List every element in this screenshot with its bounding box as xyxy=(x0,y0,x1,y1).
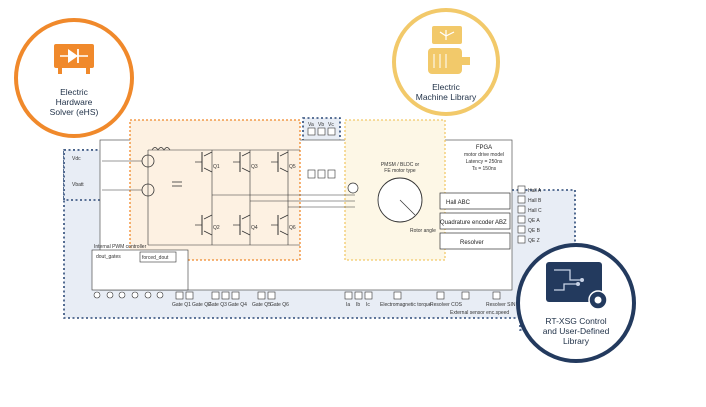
hall-outputs xyxy=(517,185,526,244)
ehs-region xyxy=(129,119,301,261)
quad-encoder-block xyxy=(439,212,511,230)
q6-label: Q6 xyxy=(289,225,296,231)
motor-icon xyxy=(428,26,470,74)
fpga-latency: Latency = 250ns xyxy=(466,159,503,165)
va-label: Va xyxy=(308,122,314,128)
q4-label: Q4 xyxy=(251,225,258,231)
vc-label: Vc xyxy=(328,122,334,128)
qe-z-label: QE Z xyxy=(528,238,540,244)
rtxsg-label-1: RT-XSG Control xyxy=(545,316,606,326)
inductor-icon xyxy=(151,147,171,151)
em-torque-label: Electromagnetic torque xyxy=(380,302,432,308)
resolver-cos-label: Resolver COS xyxy=(430,302,463,308)
machine-badge[interactable]: Electric Machine Library xyxy=(392,8,500,116)
resolver-block xyxy=(439,232,511,250)
switch-q3 xyxy=(233,151,251,173)
hall-b-label: Hall B xyxy=(528,198,542,204)
qe-a-label: QE A xyxy=(528,218,540,224)
input-dotted-box xyxy=(63,149,103,201)
rtxsg-badge[interactable]: RT-XSG Control and User-Defined Library xyxy=(516,243,636,363)
svg-text:Resolver: Resolver xyxy=(460,240,484,246)
vdc-label: Vdc xyxy=(72,156,81,162)
external-sensor-label: External sensor enc.speed xyxy=(450,310,509,316)
ic-label: Ic xyxy=(366,302,370,308)
fpga-subtitle: motor drive model xyxy=(464,152,504,158)
svg-text:Quadrature encoder ABZ: Quadrature encoder ABZ xyxy=(440,220,507,226)
ehs-label-1: Electric xyxy=(60,87,89,97)
forced-dout-block xyxy=(139,251,177,263)
qe-b-label: QE B xyxy=(528,228,541,234)
gate-q4-label: Gate Q4 xyxy=(228,302,247,308)
rtxsg-label-2: and User-Defined xyxy=(543,326,610,336)
fpga-ts: Ts = 150ns xyxy=(472,166,497,172)
ehs-label-2: Hardware xyxy=(56,97,93,107)
hall-a-label: Hall A xyxy=(528,188,542,194)
gate-q2-label: Gate Q2 xyxy=(192,302,211,308)
rotor-angle-label: Rotor angle xyxy=(410,228,436,234)
vb-label: Vb xyxy=(318,122,324,128)
switch-q5 xyxy=(271,151,289,173)
circuit-board-gear-icon xyxy=(546,262,608,310)
motor-type-line2: FE motor type xyxy=(384,168,416,174)
switch-q4 xyxy=(233,214,251,236)
ehs-label-3: Solver (eHS) xyxy=(50,107,99,117)
motor-type-line1: PMSM / BLDC or xyxy=(381,162,420,168)
dout-gates-label: dout_gates xyxy=(96,254,121,260)
q5-label: Q5 xyxy=(289,164,296,170)
forced-dout-label: forced_dout xyxy=(142,255,169,261)
ehs-badge[interactable]: Electric Hardware Solver (eHS) xyxy=(14,18,134,138)
gate-q3-label: Gate Q3 xyxy=(208,302,227,308)
fpga-title: FPGA xyxy=(476,145,492,151)
pwm-inputs xyxy=(93,291,164,299)
q3-label: Q3 xyxy=(251,164,258,170)
machine-label-2: Machine Library xyxy=(416,92,477,102)
diode-icon xyxy=(54,44,94,74)
gate-q1-label: Gate Q1 xyxy=(172,302,191,308)
ia-label: Ia xyxy=(346,302,350,308)
pwm-title: Internal PWM controller xyxy=(94,244,147,250)
resolver-sin-label: Resolver SIN xyxy=(486,302,516,308)
hall-c-label: Hall C xyxy=(528,208,542,214)
svg-text:Hall ABC: Hall ABC xyxy=(446,200,471,206)
switch-q6 xyxy=(271,214,289,236)
rtxsg-label-3: Library xyxy=(563,336,590,346)
switch-q2 xyxy=(195,214,213,236)
bottom-terminals xyxy=(175,291,501,300)
gate-q5-label: Gate Q5 xyxy=(252,302,271,308)
q1-label: Q1 xyxy=(213,164,220,170)
hall-abc-block xyxy=(439,192,511,210)
ib-label: Ib xyxy=(356,302,360,308)
machine-label-1: Electric xyxy=(432,82,461,92)
switch-q1 xyxy=(195,151,213,173)
motor-phase-node xyxy=(347,182,359,194)
gate-q6-label: Gate Q6 xyxy=(270,302,289,308)
q2-label: Q2 xyxy=(213,225,220,231)
source-label: Vbatt xyxy=(72,182,84,188)
